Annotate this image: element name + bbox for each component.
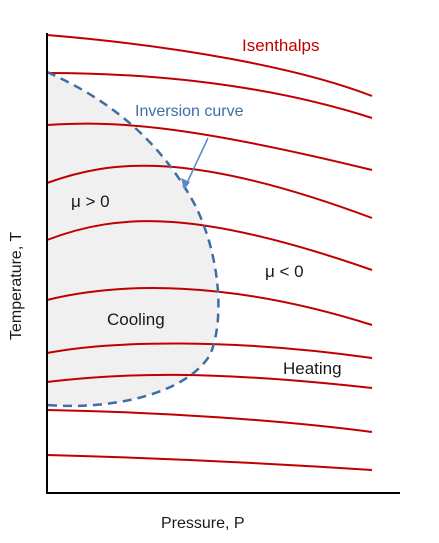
isenthalp-5 <box>46 220 373 271</box>
inversion-curve-label: Inversion curve <box>135 103 244 120</box>
isenthalps <box>46 34 373 471</box>
cooling-label: Cooling <box>107 310 165 329</box>
mu-positive-label: μ > 0 <box>71 192 110 211</box>
isenthalp-4 <box>46 164 373 219</box>
y-axis-label: Temperature, T <box>8 232 25 340</box>
isenthalp-9 <box>46 409 373 433</box>
mu-negative-label: μ < 0 <box>265 262 304 281</box>
inversion-curve-pointer <box>185 137 209 186</box>
heating-label: Heating <box>283 359 342 378</box>
cooling-region <box>47 72 219 406</box>
isenthalp-7 <box>46 342 373 359</box>
inversion-curve <box>46 70 220 408</box>
isenthalp-3 <box>46 122 373 171</box>
isenthalp-8 <box>46 373 373 389</box>
isenthalp-6 <box>46 287 373 326</box>
isenthalp-1 <box>46 34 373 97</box>
axes <box>46 33 400 494</box>
isenthalps-label: Isenthalps <box>242 36 320 55</box>
arrowhead-icon <box>181 178 190 190</box>
x-axis-label: Pressure, P <box>161 515 245 532</box>
isenthalp-2 <box>46 72 373 119</box>
isenthalp-10 <box>46 454 373 471</box>
